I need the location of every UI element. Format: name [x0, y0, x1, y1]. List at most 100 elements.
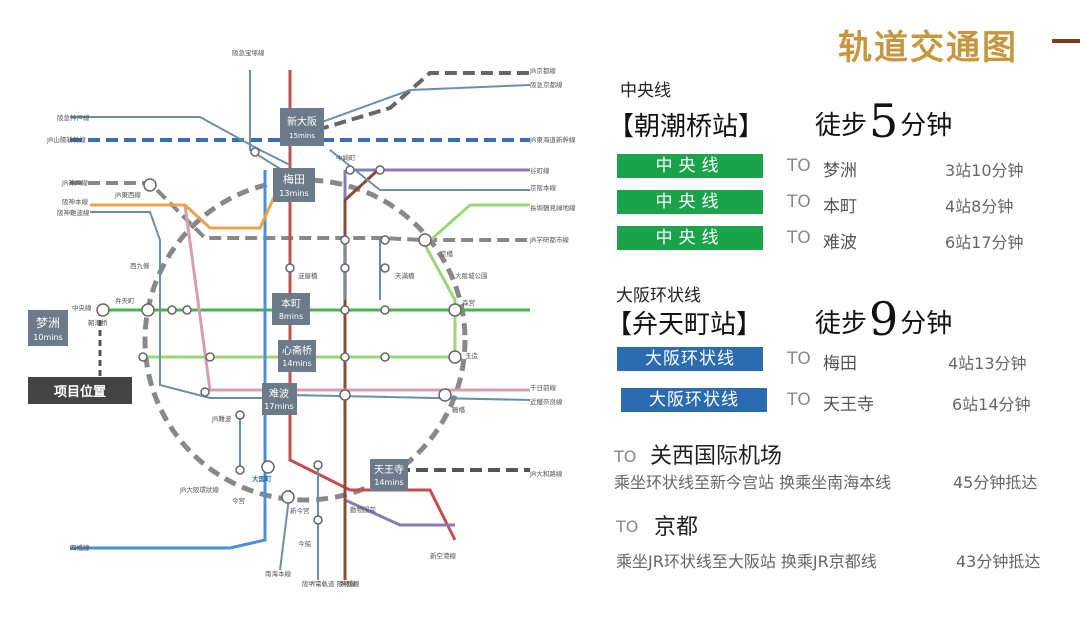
nagahori-line — [140, 203, 530, 359]
time-label: 4站8分钟 — [945, 197, 1014, 216]
station-node — [250, 147, 260, 157]
map-label: 阪神難波線 — [57, 208, 90, 217]
jr-kyoto-line — [299, 84, 531, 131]
hanshin-line — [90, 211, 270, 399]
map-label: 淀屋橋 — [298, 271, 318, 280]
hankyu-kobe-line — [70, 116, 291, 166]
dest-label: 难波 — [823, 233, 857, 253]
to-label: TO — [787, 192, 811, 212]
station-node — [96, 303, 110, 317]
dest-label: 梦洲 — [823, 161, 857, 181]
hub-hommachi: 本町 8mins — [272, 293, 310, 325]
map-label: JR京都線 — [529, 66, 556, 75]
hankyu-takarazuka-line — [249, 70, 291, 176]
station-node — [448, 350, 462, 364]
station-node — [340, 305, 350, 315]
chuo-line-badge: 中央线 — [617, 226, 763, 250]
station-node — [313, 515, 323, 525]
svg-text:新大阪: 新大阪 — [287, 115, 317, 128]
rail-map: 新大阪 15mins 梅田 13mins 本町 8mins 心斋桥 14mins… — [28, 48, 576, 588]
hub-shinsaibashi: 心斋桥 14mins — [278, 340, 316, 372]
station-node — [141, 303, 155, 317]
sennichimae-line — [183, 204, 530, 392]
hub-tennoji: 天王寺 14mins — [370, 459, 408, 491]
hub-namba: 难波 17mins — [262, 383, 297, 415]
kintetsu-nara-line — [289, 394, 531, 401]
chuo-line-badge: 中央线 — [617, 154, 763, 178]
station-node — [438, 388, 452, 402]
station-node — [339, 389, 351, 401]
to-label: TO — [787, 390, 811, 410]
map-label: 新空港線 — [430, 551, 457, 560]
map-label: 谷町線 — [530, 166, 550, 175]
map-label: JR山陽新幹線 — [46, 135, 86, 144]
svg-text:天王寺: 天王寺 — [374, 464, 404, 476]
svg-text:10mins: 10mins — [33, 333, 62, 342]
loop-line — [142, 177, 468, 503]
sakaisuji-line — [343, 168, 380, 580]
svg-text:梅田: 梅田 — [283, 172, 305, 186]
hankyu-kyoto-line — [299, 71, 530, 137]
kyoto-time: 43分钟抵达 — [956, 552, 1041, 571]
map-label: JR大阪環狀線 — [179, 485, 219, 494]
station-node — [281, 490, 295, 504]
hub-shin-osaka: 新大阪 15mins — [280, 108, 324, 146]
map-label: 朝潮桥 — [88, 318, 108, 327]
station-node — [380, 235, 390, 245]
station-node — [380, 305, 390, 315]
map-label: 千日前線 — [530, 383, 557, 392]
yodoyabashi-link — [344, 240, 381, 300]
map-label: 動物園前 — [350, 505, 377, 514]
route1-line-name: 中央线 — [620, 81, 671, 101]
time-label: 3站10分钟 — [945, 161, 1024, 180]
route1-walk: 徒步5分钟 — [815, 94, 953, 148]
time-label: 4站13分钟 — [948, 354, 1027, 373]
map-label: 南海本線 — [265, 569, 292, 578]
kyoto-dest: 京都 — [654, 515, 699, 540]
map-label: 長堀鶴見緑地線 — [530, 203, 576, 212]
station-node — [345, 165, 355, 175]
time-label: 6站17分钟 — [945, 233, 1024, 252]
station-node — [200, 387, 210, 397]
jr-kobe-line — [70, 181, 530, 242]
map-label: 京阪本線 — [530, 183, 557, 192]
station-node — [340, 352, 350, 362]
svg-text:难波: 难波 — [269, 387, 289, 400]
station-node — [380, 263, 390, 273]
map-label: 近鐵奈良線 — [530, 397, 563, 406]
route2-station: 【弁天町站】 — [606, 310, 763, 340]
to-label: TO — [787, 349, 811, 369]
airport-dest: 关西国际机场 — [650, 444, 783, 469]
project-location-label: 项目位置 — [28, 377, 132, 404]
map-label: 鶴橋 — [452, 405, 466, 414]
dest-label: 本町 — [823, 197, 857, 217]
loop-line-badge: 大阪环状线 — [617, 347, 763, 371]
map-label: JR東西線 — [114, 190, 141, 199]
map-label: 京橋 — [440, 249, 454, 258]
map-label: 西九條 — [130, 261, 150, 270]
svg-text:14mins: 14mins — [374, 478, 403, 487]
station-node — [285, 263, 295, 273]
map-label: JR大和路線 — [529, 469, 563, 478]
midosuji-line — [288, 70, 457, 541]
dest-label: 梅田 — [823, 354, 857, 374]
airport-note: 乘坐环状线至新今宫站 换乘坐南海本线 — [614, 473, 892, 492]
keihan-line — [90, 194, 277, 230]
map-label: 阪神本線 — [62, 197, 89, 206]
map-label: 今宮 — [232, 496, 245, 505]
svg-text:15mins: 15mins — [289, 132, 315, 140]
svg-text:17mins: 17mins — [264, 402, 293, 411]
hub-yumeshima: 梦洲 10mins — [28, 310, 68, 346]
station-node — [138, 352, 148, 362]
svg-text:心斋桥: 心斋桥 — [282, 344, 312, 357]
map-label: 堺筋線 — [340, 579, 360, 588]
station-node — [448, 303, 462, 317]
station-node — [143, 178, 157, 192]
map-label: 阪急京都線 — [530, 80, 563, 89]
loop-line-badge: 大阪环状线 — [621, 388, 767, 412]
map-label: JR難波 — [211, 414, 232, 423]
svg-text:13mins: 13mins — [279, 189, 308, 198]
map-label: 四橋線 — [70, 543, 90, 552]
map-label: 中崎町 — [336, 153, 356, 162]
svg-text:项目位置: 项目位置 — [54, 384, 106, 400]
